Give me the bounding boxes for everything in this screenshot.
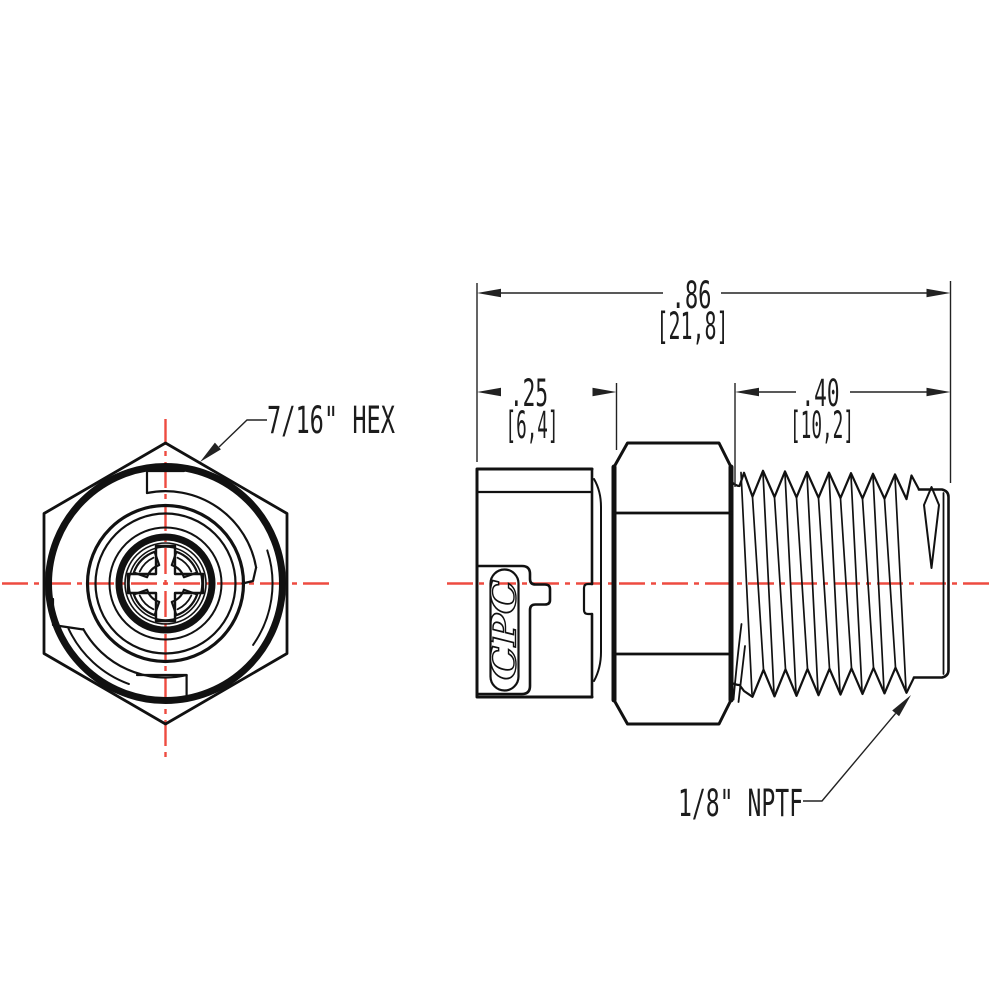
pipe-end-outline [912, 488, 950, 679]
port-pad [170, 550, 199, 579]
body-outline [475, 467, 594, 699]
thread-crest-line [806, 473, 819, 694]
thread-root-line [795, 496, 809, 670]
dim-body-inch: .25 [510, 372, 548, 415]
bore-edge-circle [108, 526, 223, 641]
thread-root-line [883, 498, 897, 669]
dim-thread-inch: .40 [802, 372, 840, 415]
port-pad-accent-arc [138, 556, 155, 573]
leader-nptf [803, 712, 897, 802]
thread-root-line [773, 496, 787, 670]
thread-start-line-2 [737, 645, 746, 703]
port-pad-accent-arc [176, 594, 193, 611]
arrow-overall-right [926, 288, 951, 298]
arrow-overall-left [477, 288, 501, 298]
thread-runout-arc-top [145, 490, 258, 569]
cpc-logo-text: CPC [485, 580, 525, 680]
port-pad [132, 588, 161, 617]
chamfer-arc-right [252, 549, 274, 646]
runout-step-bottom [135, 673, 188, 699]
dim-overall-mm: [21,8] [657, 305, 729, 348]
thread-silhouette-top [729, 469, 921, 501]
side-view: CPC [447, 441, 990, 726]
valve-cross [126, 544, 205, 623]
dimensions: .86 [21,8] .25 [6,4] .40 [10,2] 7/16" HE… [200, 274, 952, 825]
runout-step-right [241, 566, 258, 585]
thread-runout-arc-bottom [82, 628, 188, 679]
port-pad [170, 588, 199, 617]
valve-seat-ring [115, 533, 216, 634]
logo-plate [475, 564, 552, 696]
label-hex-size: 7/16" HEX [267, 399, 395, 442]
thread-runout-vee [923, 486, 940, 569]
arrow-body-right [592, 387, 617, 397]
thread-crest-line [762, 472, 775, 695]
dim-thread-mm: [10,2] [790, 404, 854, 447]
thread-root-line [839, 497, 853, 669]
nptf-thread-profile [729, 469, 921, 698]
latch-notch [582, 582, 594, 616]
thread-silhouette-bottom [729, 666, 916, 698]
thread-crest-line [784, 472, 797, 694]
thread-root-line [861, 497, 875, 669]
thread-root-line [817, 497, 831, 670]
logo-capsule [489, 568, 520, 692]
leader-hex [218, 419, 267, 448]
hex-outline-front [42, 441, 289, 726]
thread-start-line-1 [732, 623, 743, 701]
thread-crest-line [894, 475, 907, 691]
front-view [2, 419, 334, 757]
arrow-thread-right [926, 387, 951, 397]
port-pad-accent-arc [176, 556, 193, 573]
port-pad [132, 550, 161, 579]
runout-step-left [51, 597, 85, 631]
thread-crest-line [872, 475, 885, 692]
thread-crest-circle [45, 463, 286, 704]
leader-nptf-arrow [892, 695, 911, 717]
runout-step-top [145, 469, 186, 495]
dim-overall-inch: .86 [672, 274, 712, 317]
leader-hex-arrow [200, 442, 221, 462]
thread-crest-line [850, 474, 863, 692]
valve-circle-outer [124, 542, 207, 625]
arrow-body-left [477, 387, 501, 397]
label-thread-spec: 1/8" NPTF [678, 782, 803, 825]
body-inner-contour [593, 478, 602, 682]
valve-port-pads [132, 550, 199, 617]
arrow-thread-left [735, 387, 759, 397]
shoulder-circle-outer [85, 503, 246, 664]
port-pad-accent-arc [138, 594, 155, 611]
thread-crest-line [828, 474, 841, 693]
shoulder-circle-inner [94, 512, 237, 655]
thread-crest-line [740, 471, 753, 695]
thread-root-line [751, 496, 765, 671]
chamfer-arc-left [67, 627, 130, 685]
dim-body-mm: [6,4] [506, 404, 559, 447]
